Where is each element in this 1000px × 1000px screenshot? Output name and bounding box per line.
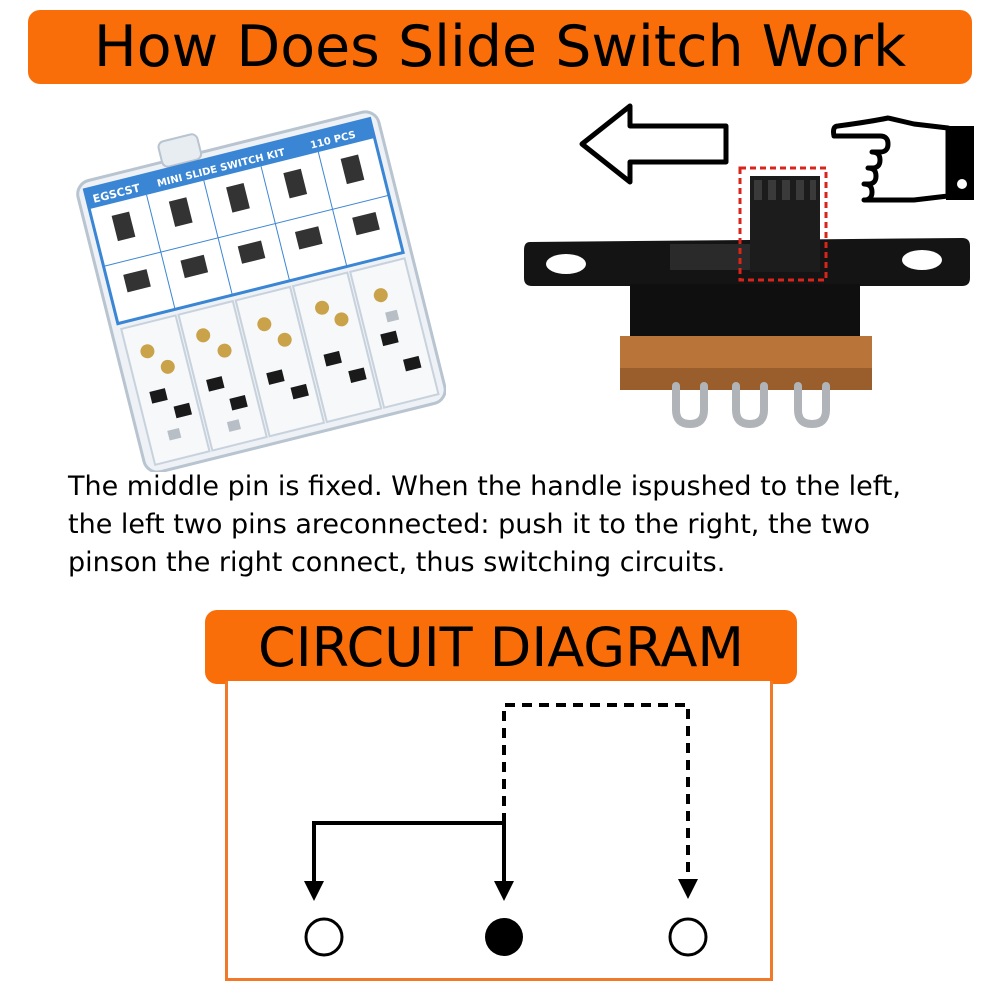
circuit-diagram-title: CIRCUIT DIAGRAM [258,615,744,679]
slide-switch-image [510,92,980,442]
solid-connection-line [312,821,506,883]
product-kit-image: EGSCST MINI SLIDE SWITCH KIT 110 PCS [74,92,447,474]
title-banner: How Does Slide Switch Work [28,10,972,84]
pointing-hand-icon [831,115,974,203]
left-pin-terminal [304,917,344,957]
right-pin-terminal [668,917,708,957]
middle-pin-arrowhead [494,881,514,901]
circuit-diagram-banner: CIRCUIT DIAGRAM [205,610,797,684]
switch-description: The middle pin is fixed. When the handle… [68,471,901,578]
dashed-connection-line [502,703,690,879]
left-pin-arrowhead [304,881,324,901]
middle-pin-terminal [485,918,523,956]
circuit-diagram-frame [225,681,773,981]
left-arrow-icon [579,103,729,185]
page-title: How Does Slide Switch Work [93,14,907,80]
right-pin-arrowhead [678,879,698,899]
